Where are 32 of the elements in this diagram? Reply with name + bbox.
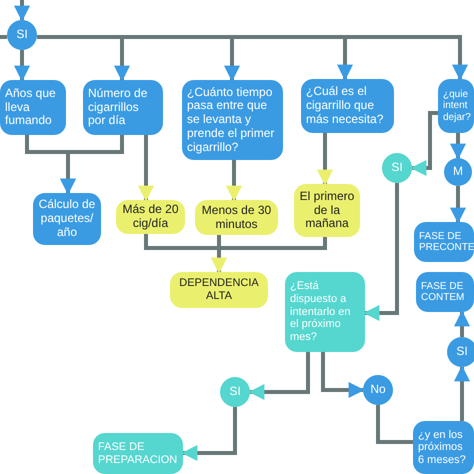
- arrow: [450, 133, 466, 160]
- process-box: ¿Está dispuesto a intentarlo en el próximo mes?: [285, 272, 365, 352]
- arrow: [226, 160, 242, 202]
- arrow: [454, 365, 470, 421]
- arrow: [363, 183, 399, 321]
- arrow: [14, 50, 30, 82]
- process-box: Cálculo de paquetes/ año: [33, 193, 101, 245]
- process-box: Más de 20 cig/día: [116, 200, 185, 234]
- process-box: El primero de la mañana: [294, 184, 360, 237]
- arrow: [321, 352, 365, 398]
- process-box: DEPENDENCIA ALTA: [170, 272, 268, 308]
- process-box: FASE DE PREPARACION: [93, 433, 183, 474]
- arrow: [450, 186, 466, 224]
- process-box: ¿Cuál es el cigarrillo que más necesita?: [301, 79, 394, 133]
- arrow: [454, 310, 470, 337]
- process-box: ¿Cuánto tiempo pasa entre que se levanta y prende el primer cigarrillo?: [182, 80, 283, 160]
- arrow: [317, 133, 333, 186]
- connector-line: [0, 35, 7, 39]
- arrow: [248, 352, 310, 400]
- process-box: ¿y en los próximos 6 meses?: [413, 421, 474, 474]
- process-box: Menos de 30 minutos: [195, 200, 278, 235]
- process-box: FASE DE CONTEM: [416, 272, 474, 312]
- process-box: FASE DE PRECONTE: [414, 222, 474, 262]
- process-box: ¿quie intent dejar?: [438, 79, 474, 133]
- process-box: Número de cigarrillos por día: [83, 80, 163, 135]
- arrow: [14, 0, 30, 22]
- arrow: [138, 135, 154, 202]
- connector-line: [376, 405, 413, 444]
- arrow: [181, 407, 237, 461]
- arrow: [410, 111, 438, 176]
- process-box: Años que lleva fumando: [0, 80, 66, 135]
- arrow: [37, 35, 468, 81]
